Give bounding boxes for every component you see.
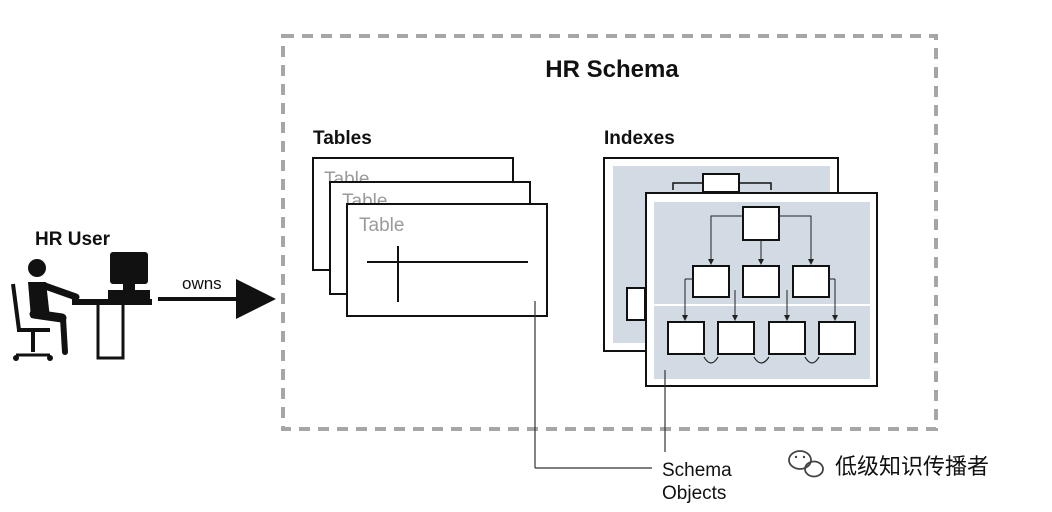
callout-line1: Schema bbox=[662, 460, 732, 481]
user-at-computer-icon bbox=[13, 252, 152, 361]
index-card-front bbox=[646, 193, 877, 386]
svg-text:Table: Table bbox=[359, 215, 404, 236]
user-label: HR User bbox=[35, 229, 111, 250]
callout-line2: Objects bbox=[662, 483, 726, 504]
tables-heading: Tables bbox=[313, 128, 372, 149]
schema-title: HR Schema bbox=[545, 56, 679, 83]
watermark: 低级知识传播者 bbox=[835, 454, 989, 479]
wechat-icon bbox=[789, 451, 823, 477]
table-card-front: Table bbox=[347, 204, 547, 316]
indexes-heading: Indexes bbox=[604, 128, 675, 149]
owns-label: owns bbox=[182, 274, 222, 293]
